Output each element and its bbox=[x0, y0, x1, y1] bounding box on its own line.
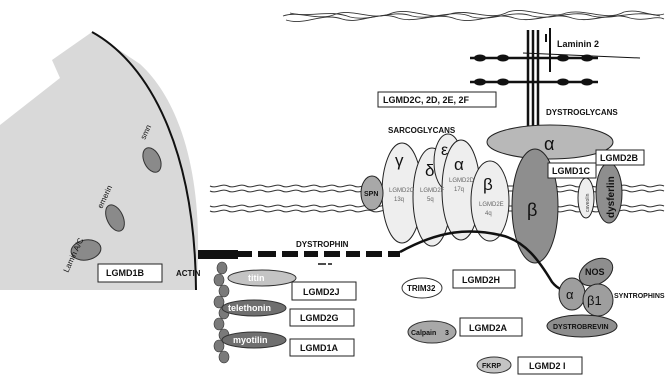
alpha-dystroglycan-label: α bbox=[544, 134, 554, 154]
lgmd2b-label: LGMD2B bbox=[600, 153, 639, 163]
laminin-label: Laminin 2 bbox=[557, 39, 599, 49]
syntrophin-beta1-label: β1 bbox=[587, 293, 602, 308]
lgmd2g-label: LGMD2G bbox=[300, 313, 339, 323]
syntrophins-label: SYNTROPHINS bbox=[614, 293, 665, 300]
lgmd1c-label: LGMD1C bbox=[552, 166, 591, 176]
sarcoglycans-label: SARCOGLYCANS bbox=[388, 126, 456, 135]
lgmd1a-label: LGMD1A bbox=[300, 343, 339, 353]
beta-dystroglycan-label: β bbox=[527, 200, 537, 220]
trim32-label: TRIM32 bbox=[407, 284, 436, 293]
spn-label: SPN bbox=[364, 191, 378, 198]
dystrophin-label: DYSTROPHIN bbox=[296, 240, 349, 249]
nos-label: NOS bbox=[585, 267, 605, 277]
dysferlin-label: dysferlin bbox=[606, 176, 617, 218]
beta-sarcoglycan bbox=[471, 161, 509, 241]
telethonin-label: telethonin bbox=[228, 303, 271, 313]
fkrp-label: FKRP bbox=[482, 363, 501, 370]
alpha-locus-chrom: 17q bbox=[454, 187, 464, 193]
delta-symbol: δ bbox=[425, 161, 434, 180]
calpain-number-label: 3 bbox=[445, 330, 449, 337]
calpain-label: Calpain bbox=[411, 330, 436, 337]
beta-locus-chrom: 4q bbox=[485, 211, 492, 217]
syntrophin-alpha-label: α bbox=[566, 287, 574, 302]
basement-membrane bbox=[283, 10, 664, 21]
caveolin-label: caveolin bbox=[585, 193, 591, 212]
sg-alpha-symbol: α bbox=[454, 155, 464, 174]
dystrobrevin-label: DYSTROBREVIN bbox=[553, 324, 609, 331]
delta-locus-gene: LGMD2F bbox=[420, 188, 445, 194]
lgmd2i-label: LGMD2 I bbox=[529, 361, 566, 371]
lgmd2a-label: LGMD2A bbox=[469, 323, 508, 333]
lgmd1b-label: LGMD1B bbox=[106, 268, 145, 278]
laminin-2: Laminin 2 bbox=[523, 28, 640, 72]
sarcoglycan-lgmd-label: LGMD2C, 2D, 2E, 2F bbox=[383, 95, 470, 105]
lgmd2j-label: LGMD2J bbox=[303, 287, 340, 297]
gamma-symbol: γ bbox=[395, 151, 404, 170]
myotilin-label: myotilin bbox=[233, 335, 268, 345]
beta-locus-gene: LGMD2E bbox=[479, 202, 504, 208]
titin-label: titin bbox=[248, 273, 265, 283]
sg-beta-symbol: β bbox=[483, 175, 493, 194]
dystroglycans-label: DYSTROGLYCANS bbox=[546, 108, 618, 117]
actin-label: ACTIN bbox=[176, 269, 201, 278]
delta-locus-chrom: 5q bbox=[427, 197, 434, 203]
gamma-locus-chrom: 13q bbox=[394, 197, 404, 203]
gamma-locus-gene: LGMD2C bbox=[389, 188, 415, 194]
alpha-locus-gene: LGMD2D bbox=[449, 178, 475, 184]
epsilon-symbol: ε bbox=[441, 142, 448, 159]
lgmd2h-label: LGMD2H bbox=[462, 275, 500, 285]
